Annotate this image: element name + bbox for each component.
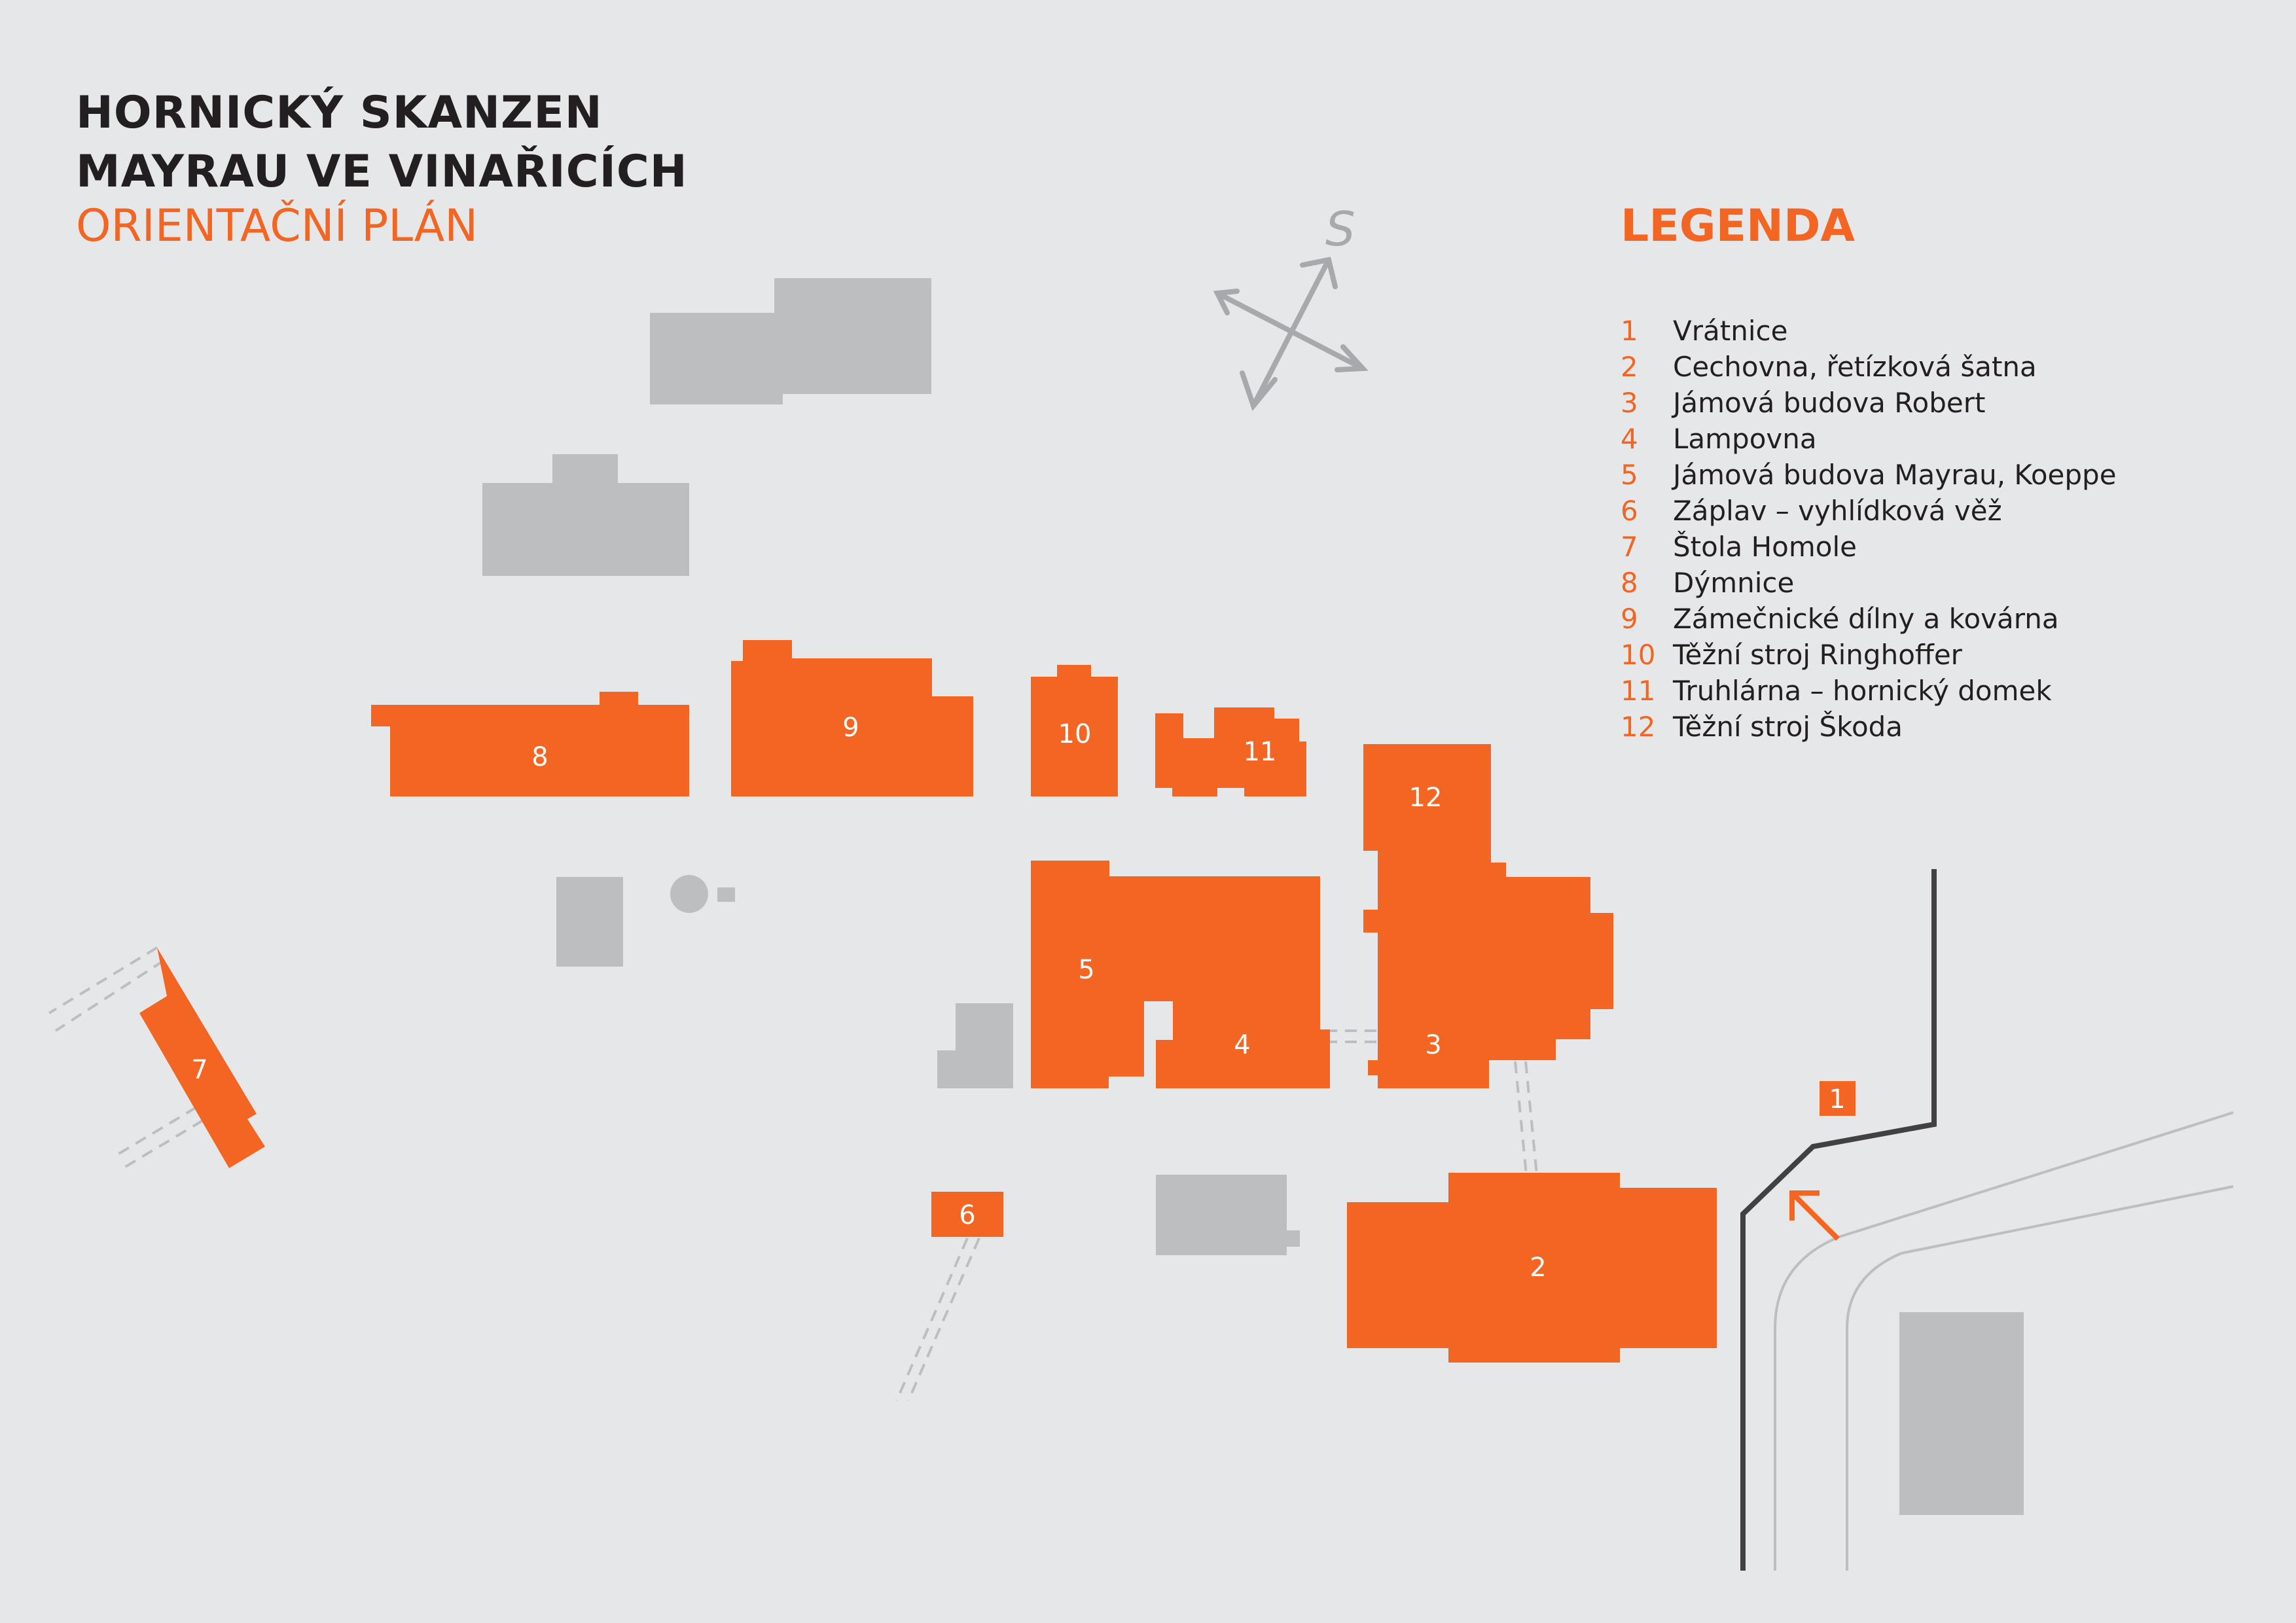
road-curve-outer bbox=[1846, 1185, 2234, 1571]
site-boundary-road-edge bbox=[1740, 869, 1937, 1571]
building-label-3: 3 bbox=[1425, 1030, 1441, 1060]
legend-item: 12 Těžní stroj Škoda bbox=[1621, 709, 2117, 745]
building-2 bbox=[1347, 1173, 1717, 1363]
building-label-2: 2 bbox=[1530, 1253, 1546, 1283]
compass-icon bbox=[1213, 257, 1369, 412]
building-labels: 8 9 10 11 12 5 4 3 2 6 1 7 bbox=[191, 713, 1845, 1283]
entrance-arrow-icon bbox=[1789, 1190, 1840, 1241]
legend-item-number: 6 bbox=[1621, 495, 1638, 527]
legend-item: 2 Cechovna, řetízková šatna bbox=[1621, 349, 2117, 385]
building-4 bbox=[1156, 1029, 1330, 1088]
building-8 bbox=[371, 692, 689, 796]
building-12-3 bbox=[1363, 744, 1613, 1088]
legend-item-name: Cechovna, řetízková šatna bbox=[1673, 351, 2037, 383]
dashed-paths bbox=[48, 946, 1538, 1401]
building-label-7: 7 bbox=[191, 1055, 207, 1085]
legend-item-number: 1 bbox=[1621, 315, 1638, 347]
page-subtitle: ORIENTAČNÍ PLÁN bbox=[76, 200, 478, 252]
legend-item-name: Záplav – vyhlídková věž bbox=[1673, 495, 2002, 527]
legend-item: 7 Štola Homole bbox=[1621, 529, 2117, 565]
legend-item-number: 7 bbox=[1621, 531, 1638, 563]
legend-item-name: Štola Homole bbox=[1673, 531, 1857, 563]
legend-item-number: 2 bbox=[1621, 351, 1638, 383]
site-buildings bbox=[139, 640, 1856, 1363]
legend-item-name: Zámečnické dílny a kovárna bbox=[1673, 603, 2059, 635]
grey-building-far-right bbox=[1899, 1312, 2024, 1515]
legend-item: 8 Dýmnice bbox=[1621, 565, 2117, 601]
building-1 bbox=[1820, 1081, 1856, 1116]
building-label-5: 5 bbox=[1078, 955, 1094, 985]
legend-item: 11 Truhlárna – hornický domek bbox=[1621, 673, 2117, 709]
legend-item-name: Lampovna bbox=[1673, 423, 1817, 455]
building-6 bbox=[931, 1192, 1003, 1237]
building-label-12: 12 bbox=[1409, 783, 1443, 813]
legend-item: 4 Lampovna bbox=[1621, 421, 2117, 457]
legend-item-number: 11 bbox=[1621, 675, 1656, 707]
grey-building-top-right bbox=[650, 278, 931, 404]
legend-item-number: 8 bbox=[1621, 567, 1638, 599]
building-9 bbox=[731, 640, 973, 796]
legend-item-name: Dýmnice bbox=[1673, 567, 1795, 599]
compass-north-label: S bbox=[1325, 202, 1355, 257]
legend-item: 1 Vrátnice bbox=[1621, 313, 2117, 349]
building-label-8: 8 bbox=[531, 742, 548, 772]
legend-item: 3 Jámová budova Robert bbox=[1621, 385, 2117, 421]
building-label-4: 4 bbox=[1234, 1030, 1250, 1060]
page-title-line1: HORNICKÝ SKANZEN bbox=[76, 87, 603, 139]
building-label-6: 6 bbox=[959, 1200, 975, 1230]
building-label-11: 11 bbox=[1244, 737, 1277, 767]
building-label-9: 9 bbox=[842, 713, 859, 743]
legend-item: 6 Záplav – vyhlídková věž bbox=[1621, 493, 2117, 529]
grey-building-lower bbox=[1156, 1175, 1300, 1255]
legend-heading: LEGENDA bbox=[1621, 200, 1856, 252]
page-title-line2: MAYRAU VE VINAŘICÍCH bbox=[76, 146, 688, 198]
other-buildings bbox=[482, 278, 2024, 1515]
building-7 bbox=[139, 948, 265, 1168]
building-label-10: 10 bbox=[1058, 719, 1092, 749]
legend-item-number: 9 bbox=[1621, 603, 1638, 635]
legend-item-name: Těžní stroj Škoda bbox=[1673, 711, 1903, 743]
grey-building-middle bbox=[937, 1003, 1013, 1088]
grey-round-structure bbox=[670, 875, 708, 913]
building-11 bbox=[1155, 707, 1306, 796]
building-label-1: 1 bbox=[1829, 1084, 1845, 1115]
grey-small-square bbox=[717, 887, 735, 902]
grey-building-small bbox=[556, 877, 623, 967]
legend-item-name: Jámová budova Mayrau, Koeppe bbox=[1673, 459, 2117, 491]
legend-item-name: Vrátnice bbox=[1673, 315, 1788, 347]
legend-item-name: Truhlárna – hornický domek bbox=[1673, 675, 2052, 707]
grey-building-top-left bbox=[482, 454, 689, 576]
legend-item: 10 Těžní stroj Ringhoffer bbox=[1621, 637, 2117, 673]
roads bbox=[1740, 869, 2234, 1571]
legend-item-number: 5 bbox=[1621, 459, 1638, 491]
legend-item-number: 3 bbox=[1621, 387, 1638, 419]
legend-item-name: Těžní stroj Ringhoffer bbox=[1673, 639, 1962, 671]
legend-item-name: Jámová budova Robert bbox=[1673, 387, 1986, 419]
legend-item-number: 4 bbox=[1621, 423, 1638, 455]
legend-item: 9 Zámečnické dílny a kovárna bbox=[1621, 601, 2117, 637]
legend-item-number: 12 bbox=[1621, 711, 1656, 743]
building-10 bbox=[1031, 665, 1118, 796]
road-curve-inner bbox=[1774, 1111, 2234, 1571]
legend-item: 5 Jámová budova Mayrau, Koeppe bbox=[1621, 457, 2117, 493]
legend-item-number: 10 bbox=[1621, 639, 1656, 671]
